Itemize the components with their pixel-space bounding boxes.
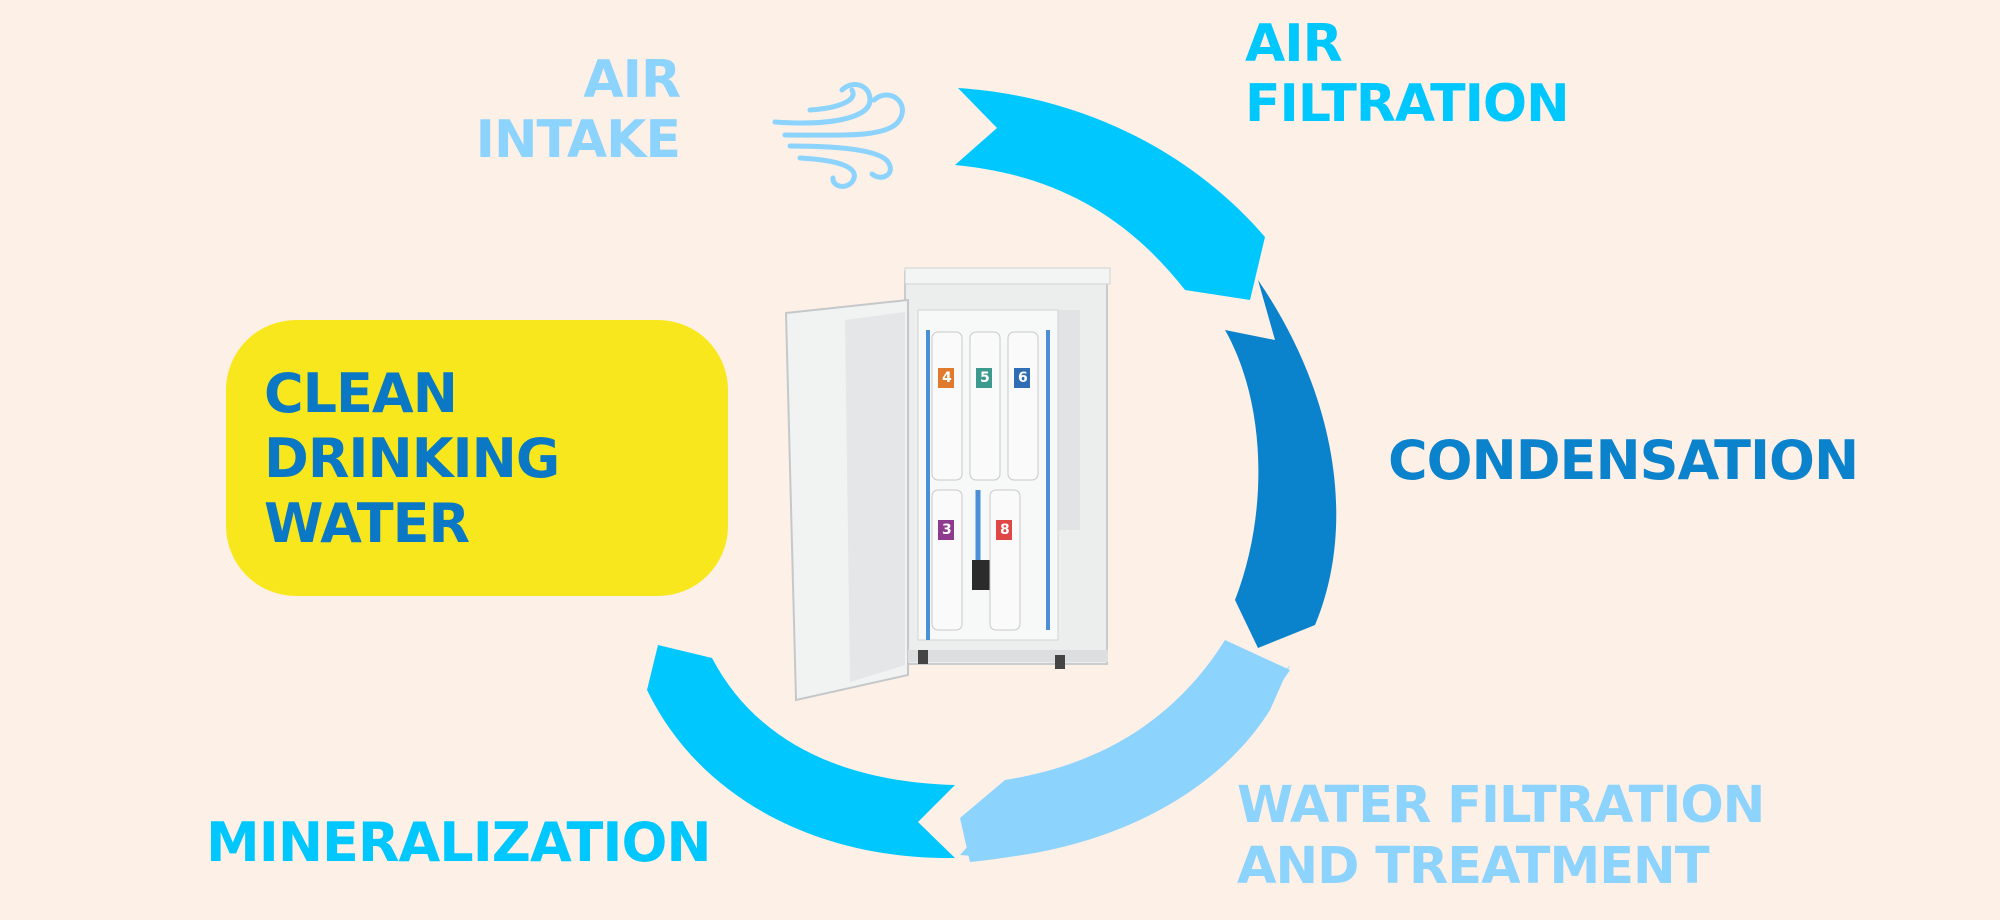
- label-mineralization: MINERALIZATION: [206, 811, 712, 875]
- arrow-water-filtration-head: [960, 640, 1290, 862]
- label-air-filtration: AIR FILTRATION: [1245, 14, 1570, 135]
- arrow-air-filtration: [955, 88, 1265, 300]
- water-machine-image: [784, 267, 1111, 702]
- arrow-condensation: [1225, 280, 1337, 648]
- filter-number-3: 3: [942, 522, 952, 538]
- clean-water-box: [226, 320, 728, 596]
- label-clean-drinking-water: CLEAN DRINKING WATER: [264, 362, 560, 556]
- label-line: INTAKE: [475, 110, 681, 171]
- label-line: FILTRATION: [1245, 74, 1570, 135]
- filter-number-6: 6: [1018, 370, 1028, 386]
- label-water-filtration: WATER FILTRATION AND TREATMENT: [1237, 775, 1765, 897]
- label-condensation: CONDENSATION: [1388, 429, 1859, 493]
- arrow-mineralization: [647, 645, 955, 859]
- filter-number-4: 4: [942, 370, 952, 386]
- label-line: AND TREATMENT: [1237, 837, 1710, 897]
- label-line: DRINKING: [264, 426, 560, 490]
- filter-number-8: 8: [1000, 522, 1010, 538]
- wind-icon: [772, 82, 905, 189]
- label-line: WATER: [264, 491, 470, 555]
- label-line: MINERALIZATION: [206, 811, 712, 874]
- label-line: AIR: [583, 50, 681, 110]
- label-line: CLEAN: [264, 362, 458, 425]
- label-line: CONDENSATION: [1388, 429, 1859, 492]
- filter-number-5: 5: [980, 370, 990, 386]
- label-line: WATER FILTRATION: [1237, 776, 1765, 835]
- label-air-intake: AIR INTAKE: [470, 50, 681, 171]
- label-line: AIR: [1245, 14, 1343, 74]
